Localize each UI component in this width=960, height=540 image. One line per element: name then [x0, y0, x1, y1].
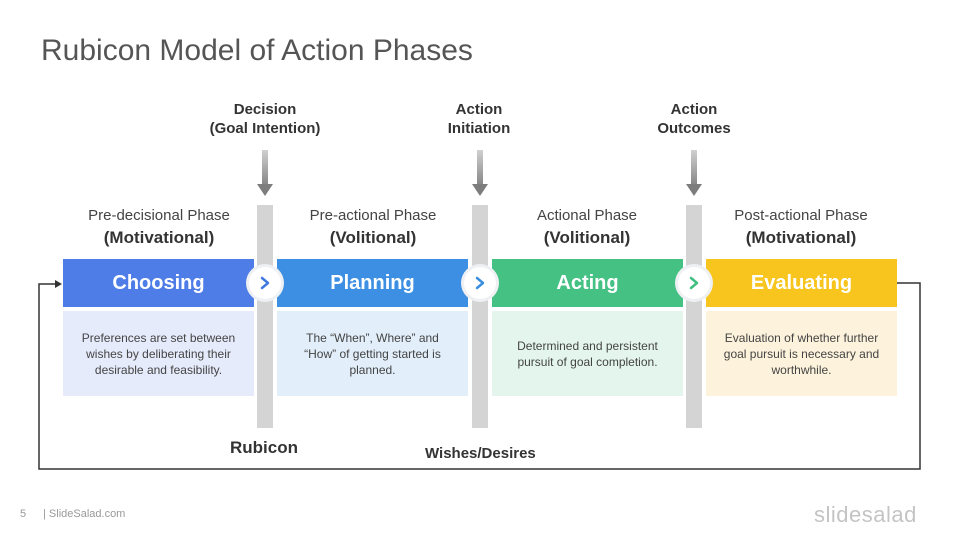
phase-type: (Volitional) — [543, 228, 631, 247]
page-number: 5 — [20, 508, 27, 520]
phase-subtitle: Pre-decisional Phase — [88, 207, 230, 224]
phase-description-planning: The “When”, Where” and “How” of getting … — [277, 311, 468, 396]
description-text: Preferences are set between wishes by de… — [81, 330, 236, 377]
loop-arrowhead-icon — [55, 280, 62, 288]
phase-heading-predecisional: Pre-decisional Phase (Motivational) — [59, 207, 259, 248]
phase-heading-preactional: Pre-actional Phase (Volitional) — [273, 207, 473, 248]
phase-subtitle: Actional Phase — [536, 207, 638, 224]
milestone-action-outcomes-line1: Action — [670, 101, 718, 118]
phase-type: (Motivational) — [103, 228, 215, 247]
phase-band-choosing: Choosing — [63, 259, 254, 307]
milestone-action-initiation: Action Initiation — [409, 100, 549, 138]
arrow-down-initiation-shaft — [477, 150, 483, 184]
arrow-down-outcomes-icon — [686, 184, 702, 196]
arrow-down-initiation-icon — [472, 184, 488, 196]
milestone-action-initiation-line2: Initiation — [447, 120, 511, 137]
phase-description-evaluating: Evaluation of whether further goal pursu… — [706, 311, 897, 396]
chevron-right-icon — [249, 267, 281, 299]
phase-name: Evaluating — [750, 271, 853, 294]
milestone-decision-line2: (Goal Intention) — [209, 120, 321, 137]
phase-heading-actional: Actional Phase (Volitional) — [487, 207, 687, 248]
milestone-action-outcomes: Action Outcomes — [624, 100, 764, 138]
phase-type: (Volitional) — [329, 228, 417, 247]
footer-site: | SlideSalad.com — [43, 508, 126, 520]
description-text: Evaluation of whether further goal pursu… — [723, 330, 880, 377]
phase-description-choosing: Preferences are set between wishes by de… — [63, 311, 254, 396]
phase-name: Acting — [556, 271, 619, 294]
milestone-decision-line1: Decision — [233, 101, 297, 118]
divider-outcomes — [686, 205, 702, 428]
chevron-right-icon — [678, 267, 710, 299]
chevron-right-icon — [464, 267, 496, 299]
milestone-action-outcomes-line2: Outcomes — [657, 120, 731, 137]
arrow-down-decision-shaft — [262, 150, 268, 184]
phase-description-acting: Determined and persistent pursuit of goa… — [492, 311, 683, 396]
phase-subtitle: Pre-actional Phase — [309, 207, 437, 224]
phase-name: Planning — [330, 271, 415, 294]
arrow-down-outcomes-shaft — [691, 150, 697, 184]
divider-initiation — [472, 205, 488, 428]
phase-band-planning: Planning — [277, 259, 468, 307]
phase-band-acting: Acting — [492, 259, 683, 307]
milestone-decision: Decision (Goal Intention) — [195, 100, 335, 138]
phase-subtitle: Post-actional Phase — [734, 207, 868, 224]
wishes-desires-label: Wishes/Desires — [425, 445, 536, 462]
brand-logo: slidesalad — [814, 502, 917, 527]
arrow-down-decision-icon — [257, 184, 273, 196]
milestone-action-initiation-line1: Action — [455, 101, 503, 118]
phase-band-evaluating: Evaluating — [706, 259, 897, 307]
phase-type: (Motivational) — [745, 228, 857, 247]
rubicon-label: Rubicon — [230, 438, 298, 457]
divider-rubicon — [257, 205, 273, 428]
description-text: Determined and persistent pursuit of goa… — [517, 338, 658, 369]
description-text: The “When”, Where” and “How” of getting … — [304, 330, 441, 377]
phase-name: Choosing — [112, 271, 205, 294]
slide-title: Rubicon Model of Action Phases — [41, 34, 473, 67]
phase-heading-postactional: Post-actional Phase (Motivational) — [701, 207, 901, 248]
